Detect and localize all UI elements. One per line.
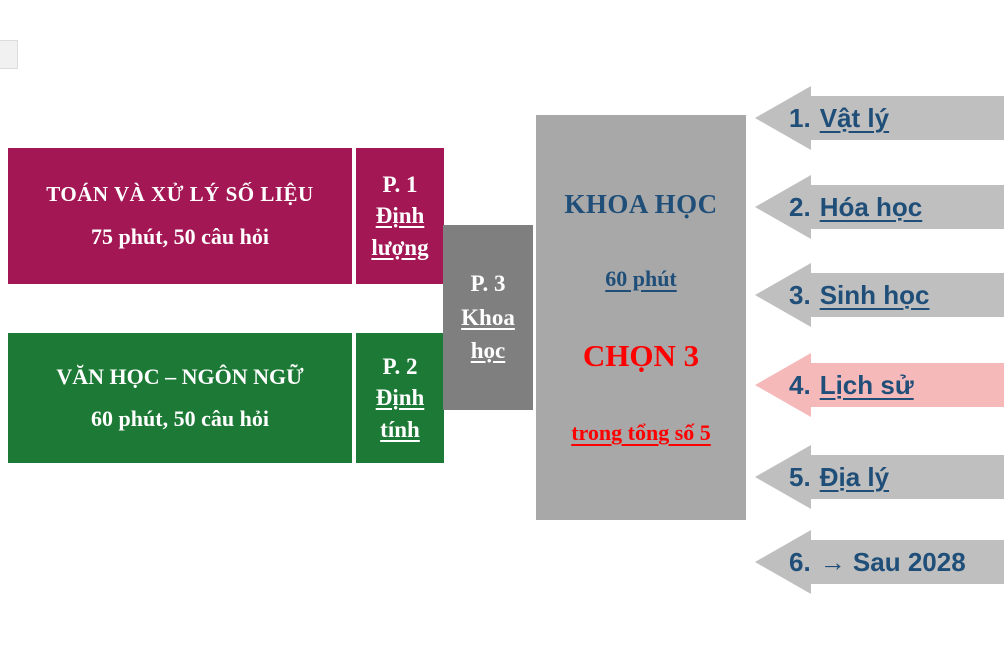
science-section-box: KHOA HỌC 60 phút CHỌN 3 trong tổng số 5 [536, 115, 746, 520]
subject-label: Lịch sử [819, 369, 914, 400]
subject-label: → Sau 2028 [819, 546, 966, 577]
math-section-subtitle: 75 phút, 50 câu hỏi [91, 224, 269, 249]
corner-decoration [0, 40, 18, 69]
part2-code: P. 2 [382, 354, 418, 380]
subject-arrow-geography: 5. Địa lý [755, 445, 1004, 509]
subject-number: 1. [789, 102, 811, 133]
part1-code: P. 1 [382, 172, 418, 198]
literature-section-subtitle: 60 phút, 50 câu hỏi [91, 406, 269, 431]
part3-code: P. 3 [470, 271, 506, 297]
science-choose-note: trong tổng số 5 [571, 420, 711, 445]
left-arrow-shape [755, 263, 1004, 327]
subject-label: Hóa học [819, 191, 923, 222]
subject-number: 6. [789, 546, 811, 577]
subject-number: 4. [789, 369, 811, 400]
left-arrow-shape [755, 530, 1004, 594]
math-section-title: TOÁN VÀ XỬ LÝ SỐ LIỆU [46, 182, 314, 206]
subject-number: 2. [789, 191, 811, 222]
part2-label: Định tính [375, 385, 425, 442]
subject-arrow-biology: 3. Sinh học [755, 263, 1004, 327]
science-title: KHOA HỌC [564, 189, 718, 219]
left-arrow-shape [755, 175, 1004, 239]
science-duration: 60 phút [605, 266, 677, 291]
part1-label: Định lượng [371, 203, 429, 260]
literature-section-title: VĂN HỌC – NGÔN NGỮ [56, 364, 304, 389]
part1-box: P. 1 Định lượng [356, 148, 444, 284]
subject-label: Vật lý [819, 102, 890, 133]
subject-arrow-chemistry: 2. Hóa học [755, 175, 1004, 239]
subject-label: Địa lý [819, 461, 890, 492]
left-arrow-shape [755, 353, 1004, 417]
part3-box: P. 3 Khoa học [443, 225, 533, 410]
left-arrow-shape [755, 445, 1004, 509]
math-section-box: TOÁN VÀ XỬ LÝ SỐ LIỆU 75 phút, 50 câu hỏ… [8, 148, 352, 284]
subject-arrow-history: 4. Lịch sử [755, 353, 1004, 417]
left-arrow-shape [755, 86, 1004, 150]
subject-label: Sinh học [819, 279, 930, 310]
part3-label: Khoa học [461, 304, 515, 364]
subject-number: 5. [789, 461, 811, 492]
science-choose: CHỌN 3 [582, 338, 700, 373]
part2-box: P. 2 Định tính [356, 333, 444, 463]
subject-arrow-after-2028: 6. → Sau 2028 [755, 530, 1004, 594]
subject-arrow-physics: 1. Vật lý [755, 86, 1004, 150]
subject-number: 3. [789, 279, 811, 310]
literature-section-box: VĂN HỌC – NGÔN NGỮ 60 phút, 50 câu hỏi [8, 333, 352, 463]
